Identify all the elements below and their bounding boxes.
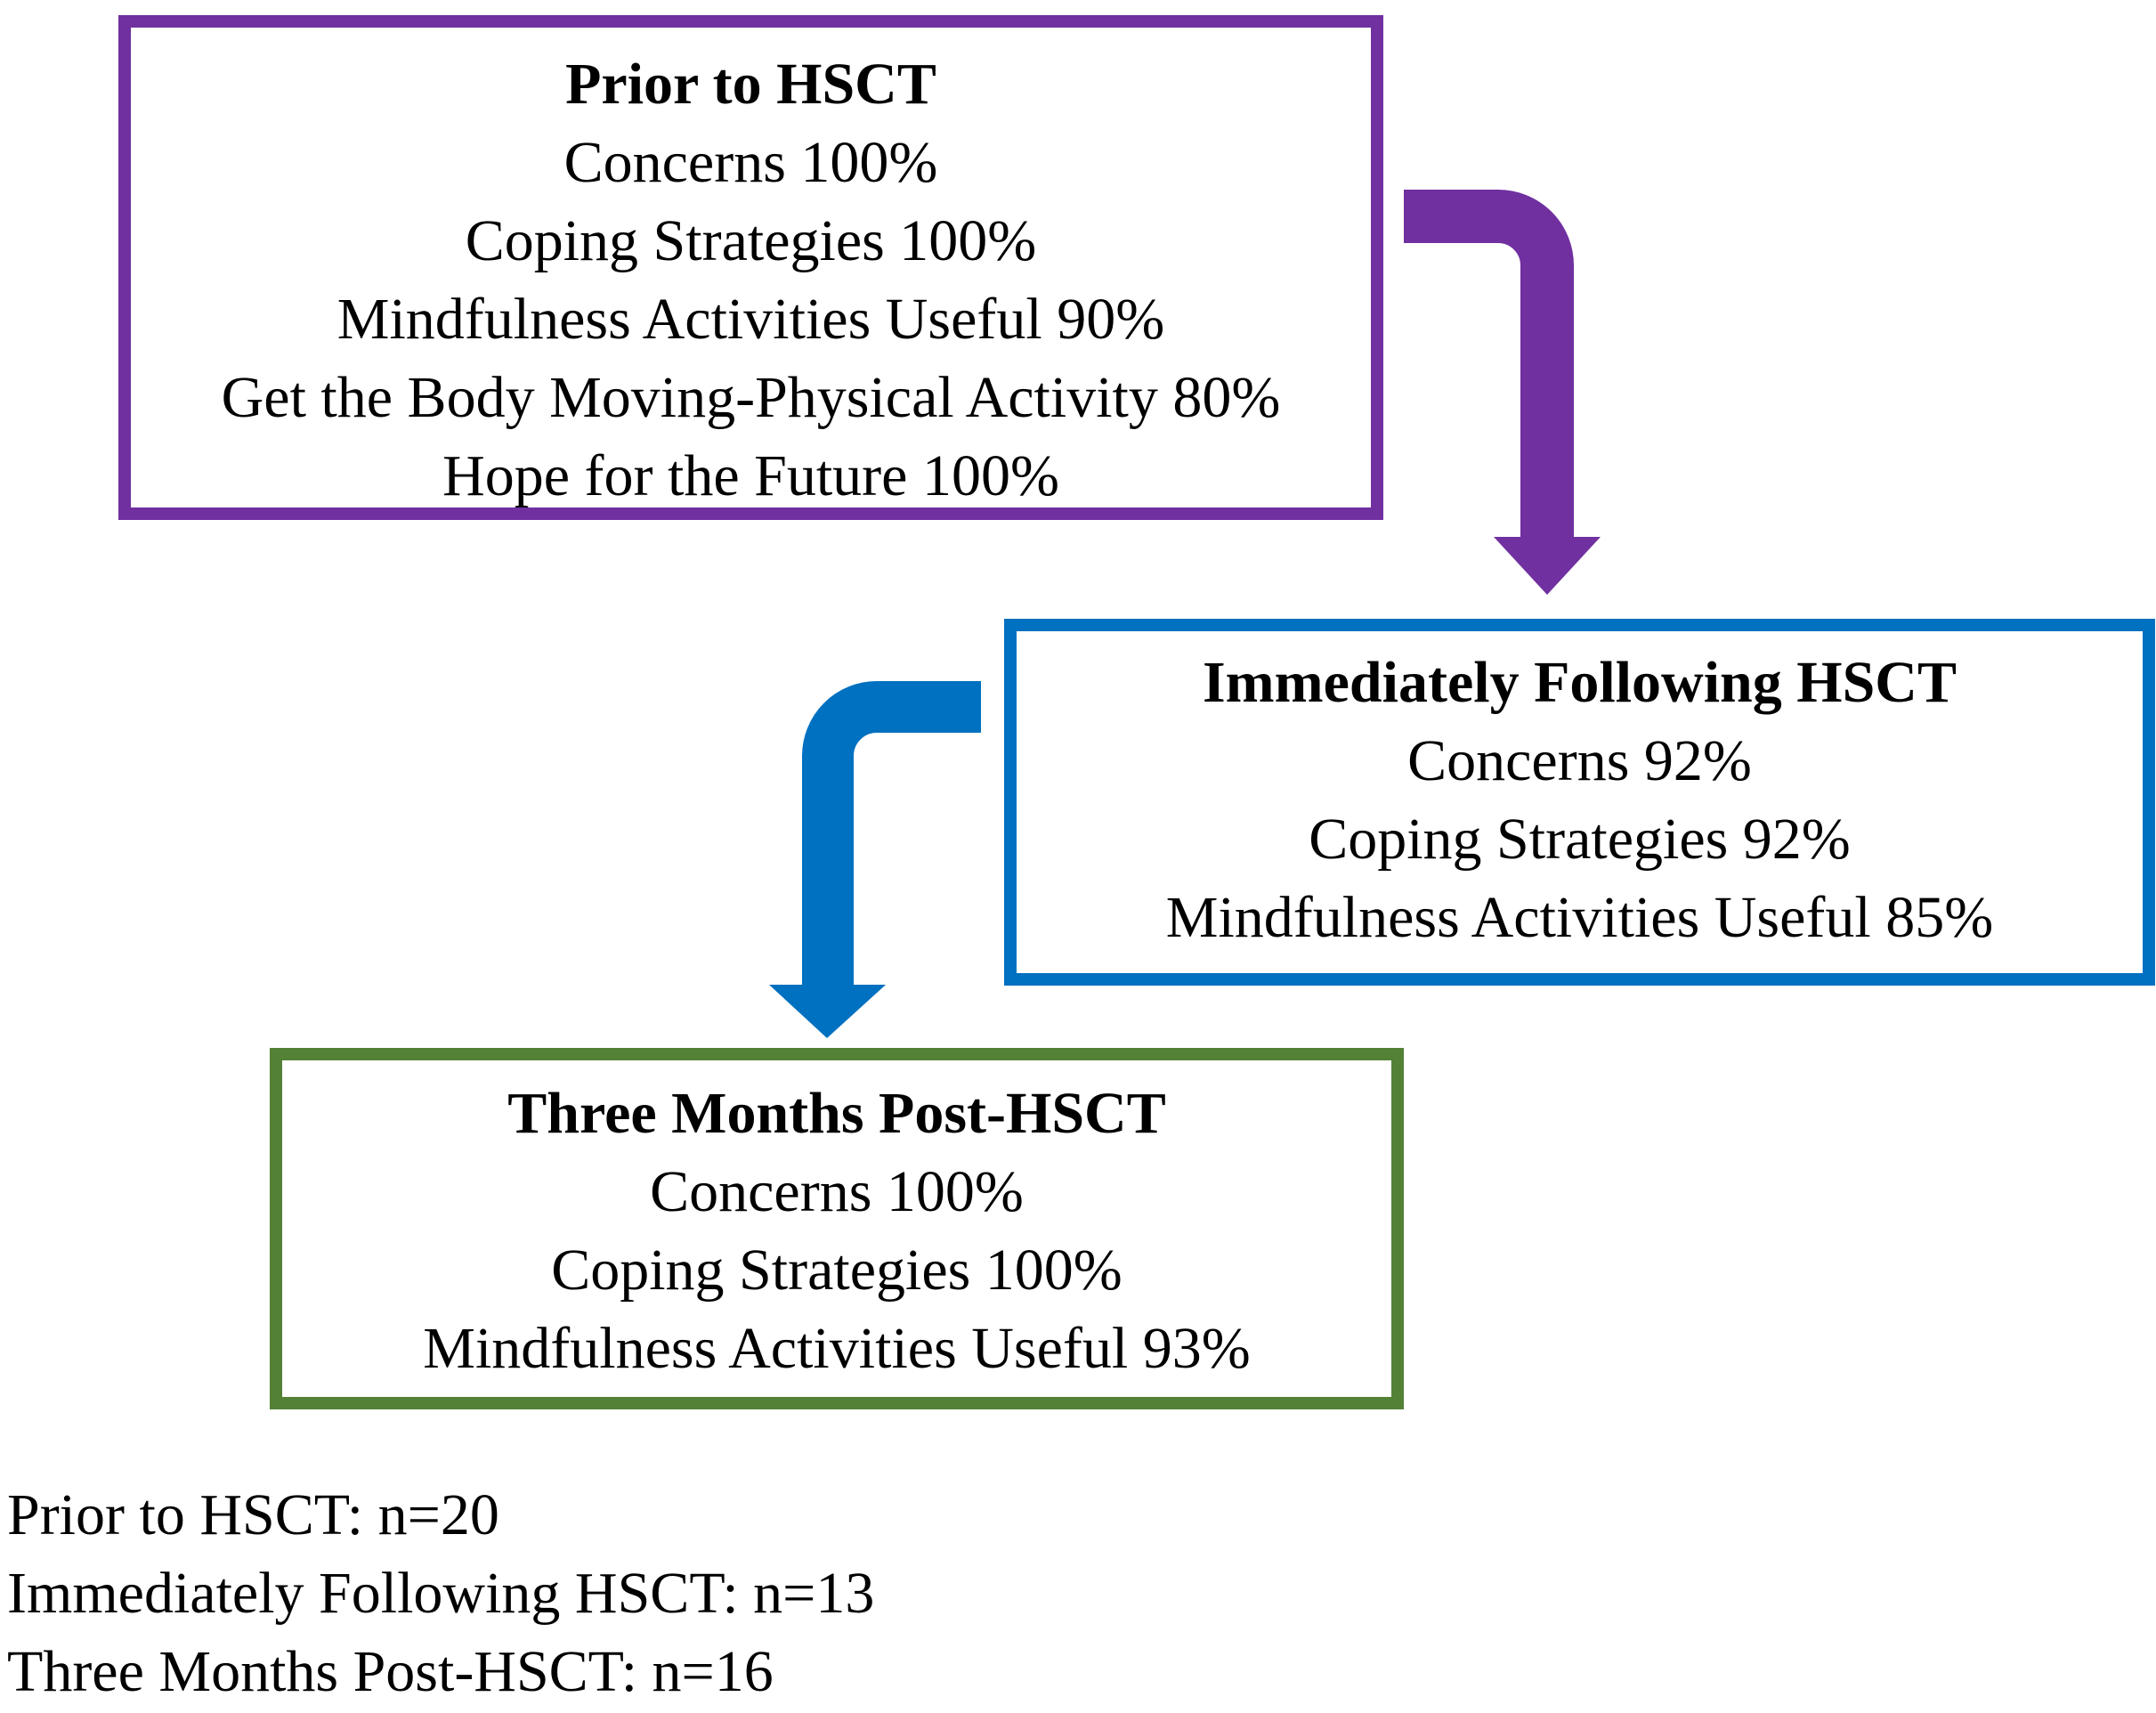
box-prior-line-coping: Coping Strategies 100% (465, 208, 1037, 273)
blue-arrowhead-icon (769, 985, 886, 1038)
box-three-months-line-coping: Coping Strategies 100% (551, 1238, 1123, 1303)
purple-arrowhead-icon (1494, 537, 1601, 595)
box-prior-title: Prior to HSCT (565, 52, 936, 117)
blue-arrow-shaft (802, 681, 981, 986)
footnote-three-months-n: Three Months Post-HSCT: n=16 (7, 1639, 774, 1704)
sample-size-footnotes: Prior to HSCT: n=20 Immediately Followin… (7, 1476, 874, 1711)
box-prior-to-hsct: Prior to HSCT Concerns 100% Coping Strat… (118, 15, 1383, 520)
box-prior-line-hope: Hope for the Future 100% (442, 443, 1059, 508)
footnote-prior-n: Prior to HSCT: n=20 (7, 1482, 499, 1547)
box-three-months-title: Three Months Post-HSCT (507, 1081, 1166, 1146)
box-three-months-line-concerns: Concerns 100% (650, 1159, 1024, 1224)
elbow-arrow-immediate-to-three-months (769, 681, 981, 1038)
box-immediate-line-coping: Coping Strategies 92% (1309, 807, 1851, 872)
purple-arrow-shaft (1404, 190, 1574, 539)
box-prior-line-mindfulness: Mindfulness Activities Useful 90% (336, 287, 1165, 352)
box-immediate-line-mindfulness: Mindfulness Activities Useful 85% (1165, 885, 1994, 950)
box-immediately-following-hsct: Immediately Following HSCT Concerns 92% … (1004, 619, 2155, 986)
box-prior-line-physical-activity: Get the Body Moving-Physical Activity 80… (221, 365, 1281, 430)
box-three-months-post-hsct: Three Months Post-HSCT Concerns 100% Cop… (270, 1048, 1404, 1409)
box-three-months-line-mindfulness: Mindfulness Activities Useful 93% (423, 1316, 1251, 1381)
footnote-immediate-n: Immediately Following HSCT: n=13 (7, 1561, 875, 1626)
box-immediate-title: Immediately Following HSCT (1202, 650, 1957, 715)
box-immediate-line-concerns: Concerns 92% (1407, 728, 1752, 793)
box-prior-line-concerns: Concerns 100% (563, 130, 938, 195)
elbow-arrow-prior-to-immediate (1404, 190, 1601, 595)
